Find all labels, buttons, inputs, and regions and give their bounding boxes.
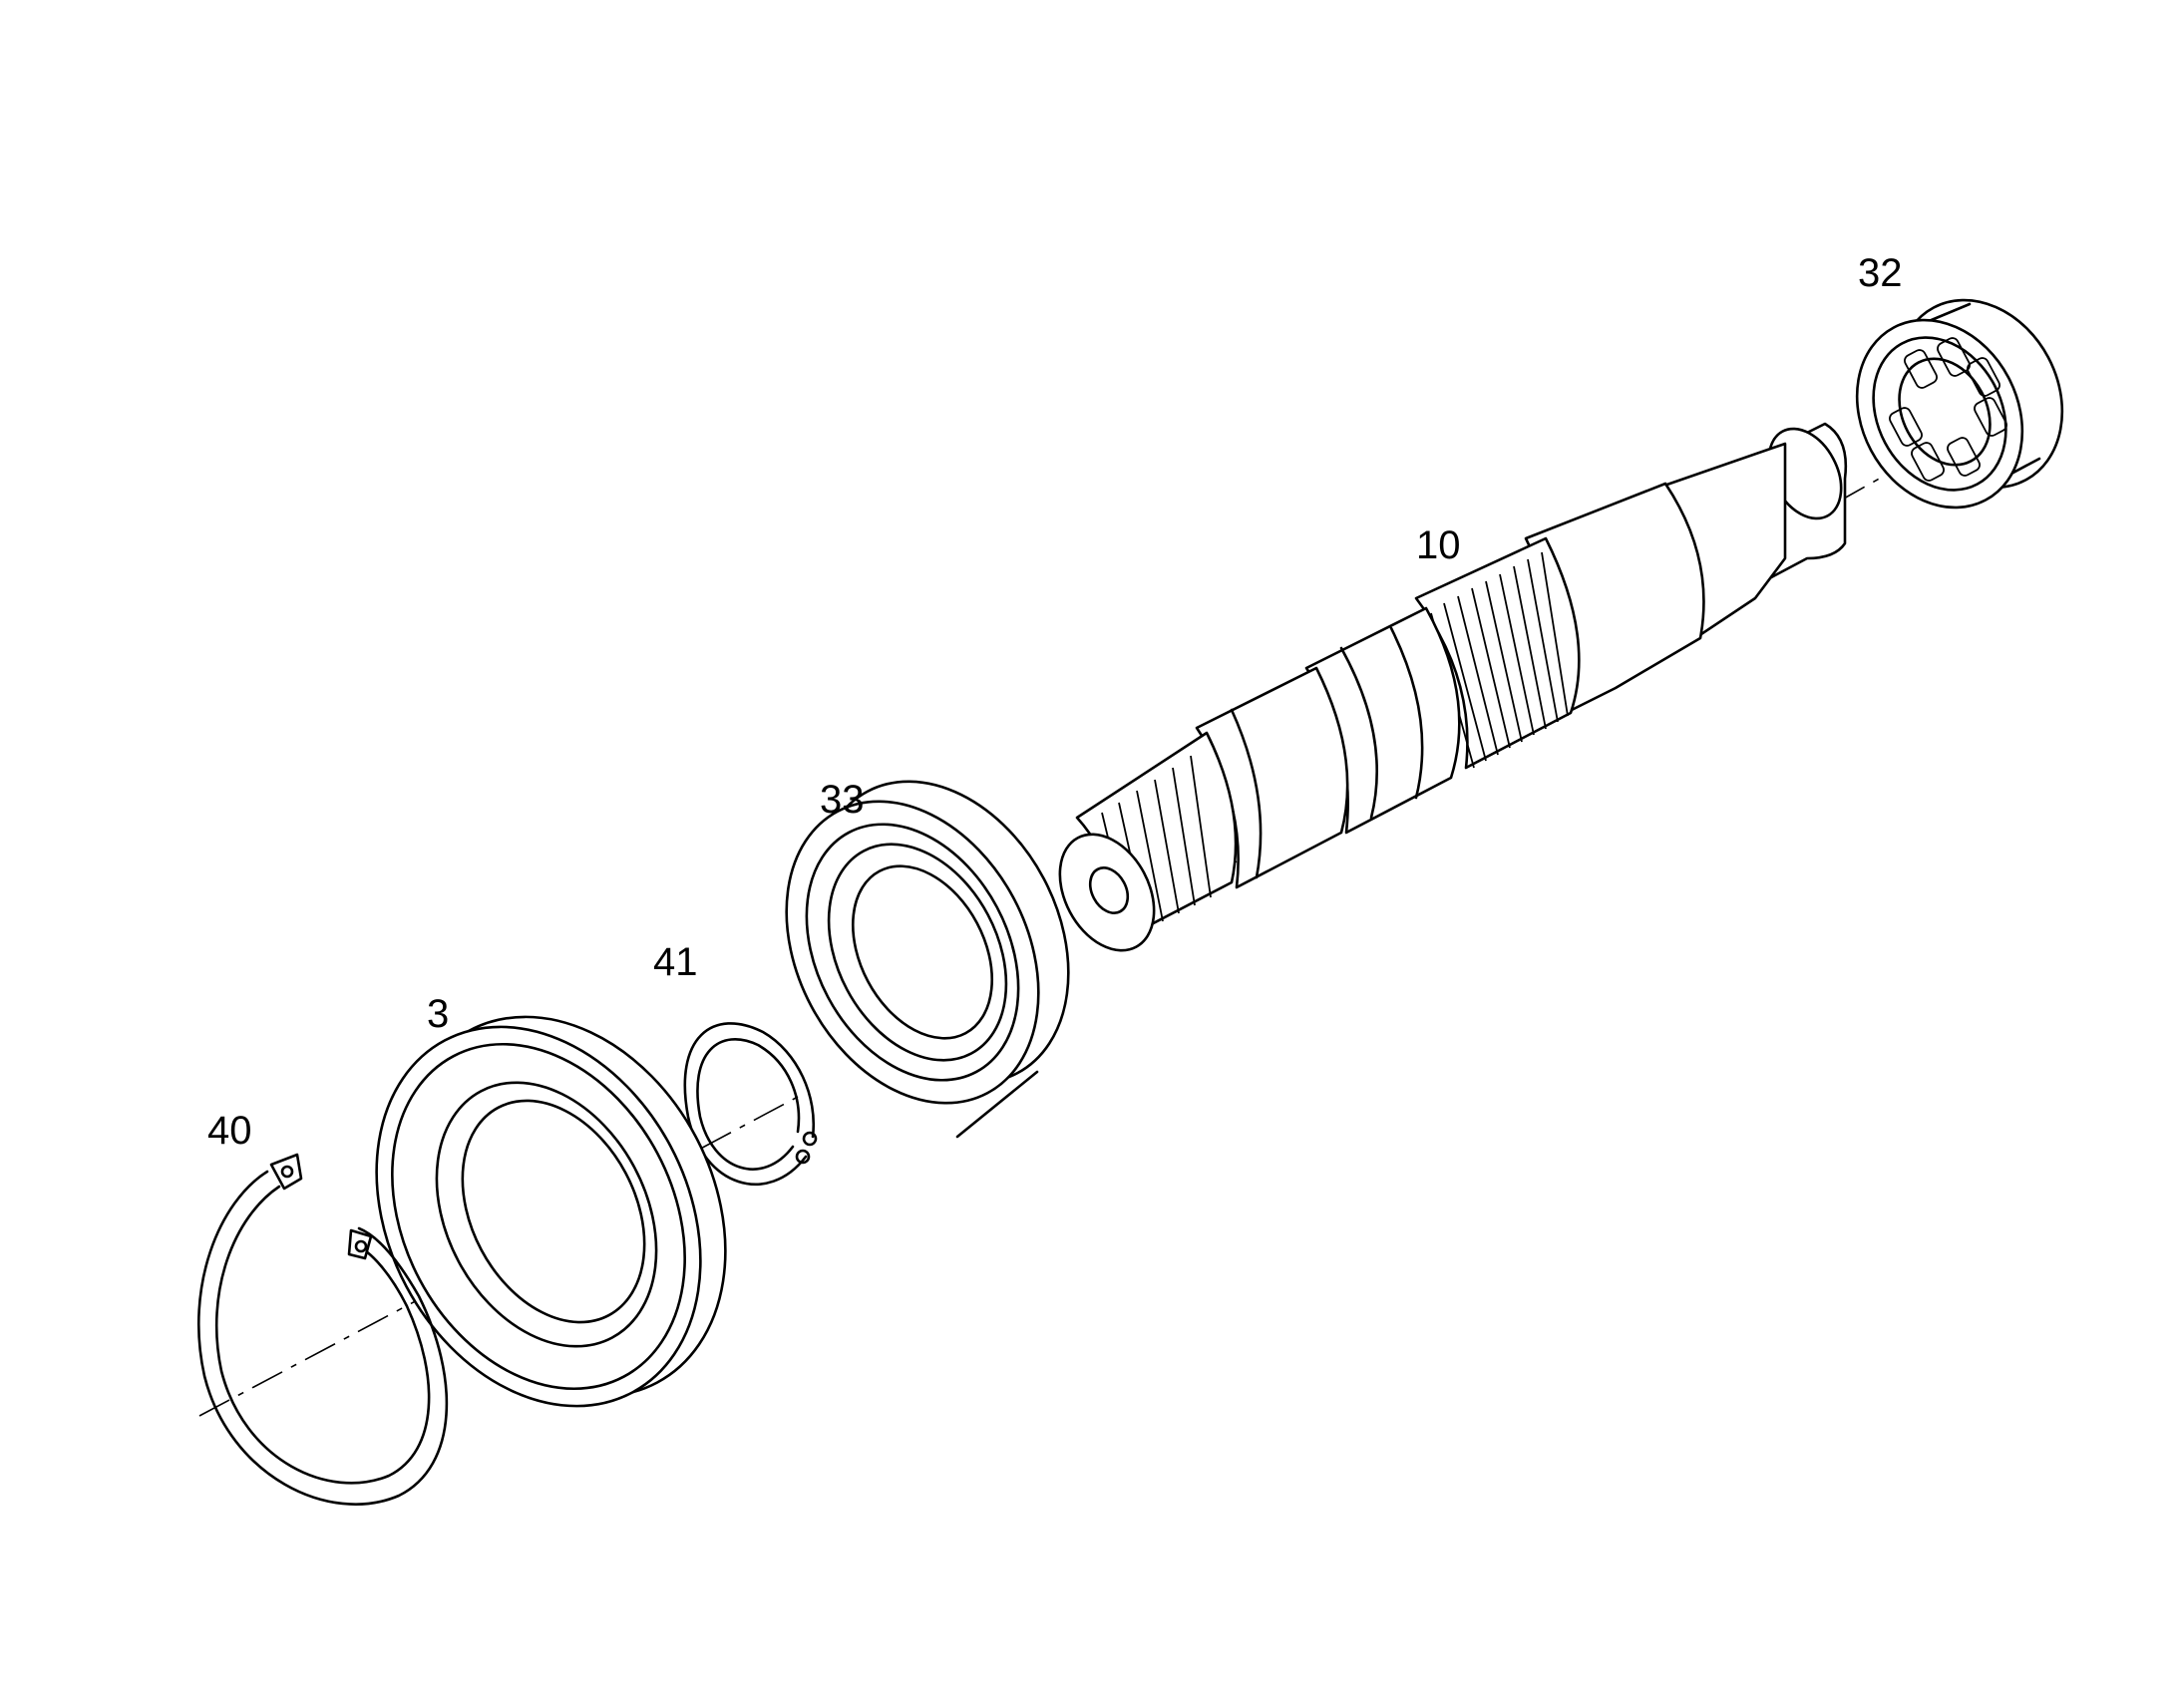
- callout-3: 3: [427, 992, 449, 1036]
- shaft-seal-icon: [375, 1015, 727, 1408]
- roller-bearing-icon: [1855, 298, 2064, 510]
- snap-ring-icon: [683, 1022, 818, 1186]
- ball-bearing-icon: [785, 780, 1070, 1139]
- internal-retaining-ring-icon: [196, 1153, 449, 1506]
- callout-33: 33: [820, 778, 865, 822]
- callout-41: 41: [653, 940, 698, 984]
- callout-32: 32: [1858, 251, 1903, 295]
- callout-40: 40: [207, 1109, 252, 1153]
- callout-10: 10: [1416, 523, 1461, 567]
- splined-shaft-icon: [1058, 422, 1848, 952]
